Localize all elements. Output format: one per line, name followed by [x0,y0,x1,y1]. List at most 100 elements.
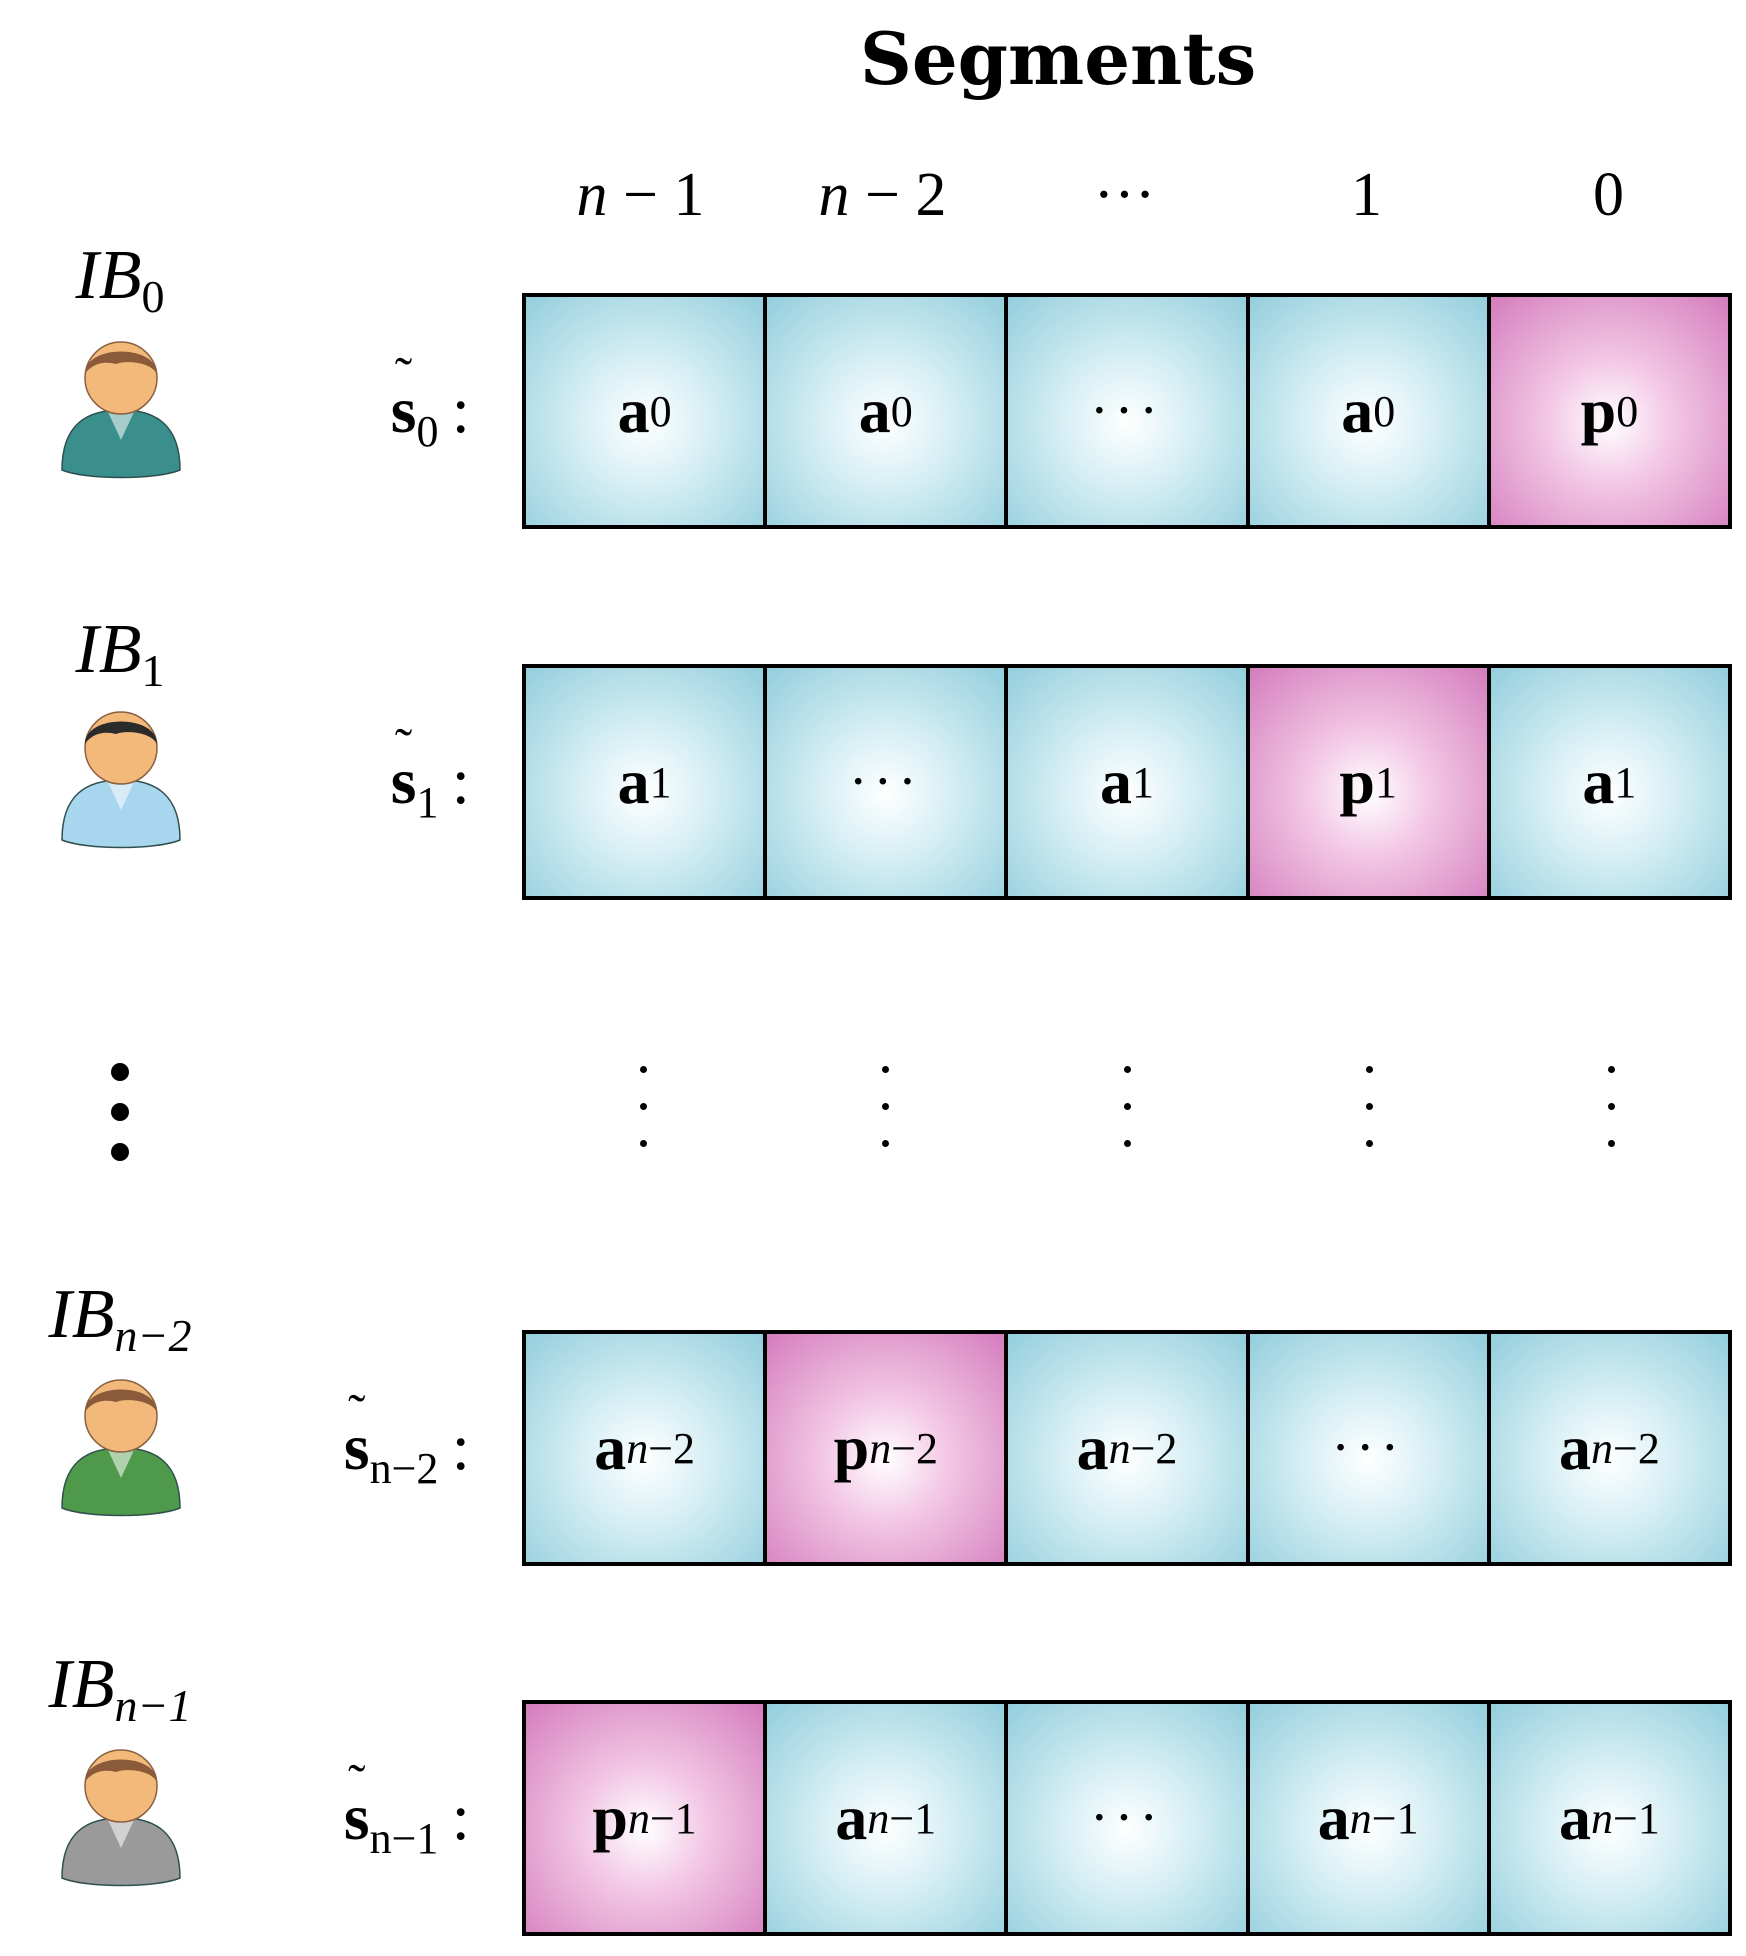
vector-colon: : [438,1411,470,1484]
cell-ellipsis: ··· [1090,1787,1164,1849]
vector-colon: : [438,745,470,818]
cell-symbol: p [833,1412,870,1483]
vector-label-2: ˜sn−2 : [170,1385,470,1509]
cell-symbol: a [1317,1782,1350,1853]
cell-subscript: 1 [1375,757,1397,807]
cell-subscript: n−1 [867,1793,937,1843]
vector-subscript: n−1 [369,1814,439,1863]
vector-symbol: ˜s [343,1755,370,1858]
vector-base: s [390,745,417,818]
cell-subscript: 1 [649,757,672,807]
column-header-0: n − 1 [576,161,705,229]
cell-subscript: 0 [1373,386,1396,436]
cell-subscript: n−2 [869,1423,939,1473]
ib-base: IB [75,611,142,688]
ib-base: IB [48,1276,115,1353]
ib-label-2: IBn−2 [0,1275,240,1376]
column-ellipsis-1 [875,1066,895,1156]
vector-symbol: ˜s [390,719,417,822]
cell-symbol: a [1100,746,1132,817]
cell-subscript: 0 [1616,386,1639,436]
vector-colon: : [438,1781,470,1854]
vector-base: s [390,374,417,447]
person-teal-icon [56,330,186,480]
ib-subscript: n−2 [114,1310,192,1361]
ib-subscript: 1 [141,645,165,696]
cell-symbol: a [1341,375,1374,446]
cell-subscript: n−2 [626,1423,696,1473]
cell-symbol: p [1580,375,1617,446]
vector-label-3: ˜sn−1 : [170,1755,470,1879]
cell-subscript: 1 [1132,757,1154,807]
cell-ellipsis: ··· [1331,1417,1406,1479]
ib-label-3: IBn−1 [0,1645,240,1746]
person-gray-icon [56,1738,186,1888]
ellipsis-segment-cell: ··· [1008,297,1250,525]
ib-subscript: n−1 [114,1680,192,1731]
ib-subscript: 0 [141,271,165,322]
column-header-3: 1 [1351,161,1382,229]
vector-colon: : [438,374,470,447]
cell-symbol: a [1582,746,1615,817]
vector-subscript: n−2 [369,1444,439,1493]
column-ellipsis-2 [1117,1066,1137,1156]
cell-symbol: p [1339,746,1375,817]
tilde-accent: ˜ [394,719,413,776]
cell-symbol: a [858,375,891,446]
ib-base: IB [48,1646,115,1723]
vector-symbol: ˜s [390,348,417,451]
person-lightblue-icon [56,700,186,850]
cell-symbol: a [594,1412,627,1483]
vector-base: s [343,1411,370,1484]
cell-symbol: a [1559,1782,1591,1853]
ib-base: IB [75,237,142,314]
ellipsis-segment-cell: ··· [1249,1334,1491,1562]
column-header-2: ··· [1093,161,1156,229]
rows-ellipsis [108,1063,132,1183]
cell-subscript: 0 [890,386,913,436]
cell-subscript: n−1 [627,1793,697,1843]
ib-label-1: IB1 [0,610,240,711]
cell-subscript: 0 [649,386,672,436]
cell-symbol: a [1559,1412,1591,1483]
vector-symbol: ˜s [343,1385,370,1488]
cell-symbol: p [592,1782,628,1853]
vector-subscript: 1 [416,778,439,827]
vector-subscript: 0 [416,407,439,456]
vector-base: s [343,1781,370,1854]
cell-subscript: n−1 [1591,1793,1660,1843]
cell-subscript: n−2 [1108,1423,1178,1473]
cell-subscript: 1 [1614,757,1637,807]
column-ellipsis-0 [633,1066,653,1156]
person-green-icon [56,1368,186,1518]
ellipsis-segment-cell: ··· [1008,1704,1250,1932]
cell-symbol: a [617,375,650,446]
column-header-4: 0 [1593,161,1624,229]
tilde-accent: ˜ [348,1385,366,1442]
vector-label-0: ˜s0 : [170,348,470,472]
cell-subscript: n−2 [1591,1423,1660,1473]
cell-ellipsis: ··· [1090,380,1164,442]
cell-ellipsis: ··· [848,751,923,813]
column-ellipsis-3 [1359,1066,1379,1156]
